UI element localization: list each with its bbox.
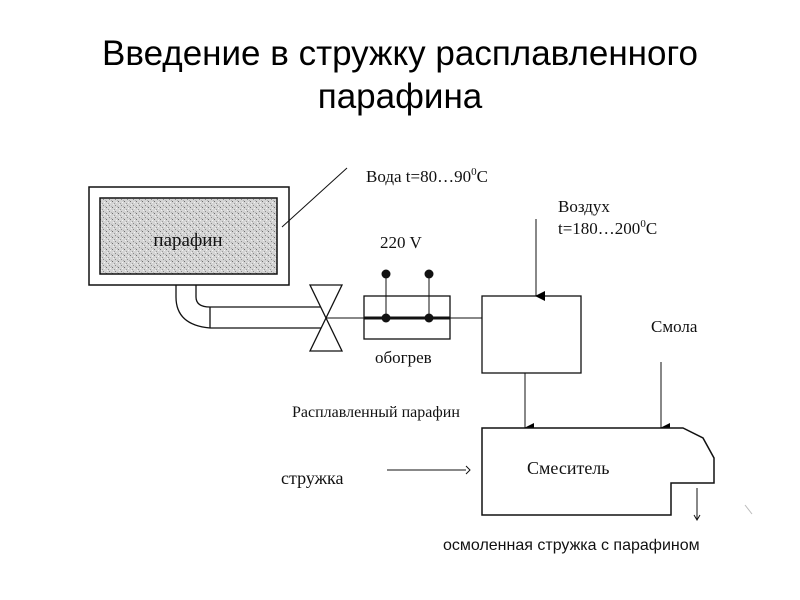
title-line-2: парафина xyxy=(317,77,483,116)
terminal-2 xyxy=(424,269,434,279)
resin-label: Смола xyxy=(651,317,698,336)
output-arrowhead-icon xyxy=(693,514,701,521)
outlet-pipe xyxy=(175,285,322,329)
water-leader-line xyxy=(281,167,348,228)
molten-paraffin-label: Расплавленный парафин xyxy=(292,404,460,421)
voltage-label: 220 V xyxy=(380,233,422,252)
water-label: Вода t=80…900C xyxy=(366,166,488,186)
melting-chamber xyxy=(481,295,582,374)
air-label-line-2: t=180…2000C xyxy=(558,218,657,238)
mixer-label: Смеситель xyxy=(527,458,610,478)
output-label: осмоленная стружка с парафином xyxy=(443,537,700,554)
slide-title: Введение в стружку расплавленного парафи… xyxy=(0,32,800,118)
mixer xyxy=(481,427,715,516)
heater xyxy=(363,269,451,340)
chips-arrowhead-icon xyxy=(465,465,471,475)
valve-icon xyxy=(308,284,344,352)
chips-label: стружка xyxy=(281,468,344,488)
scan-artifact xyxy=(744,504,753,515)
air-label-line-1: Воздух xyxy=(558,197,610,216)
heater-label: обогрев xyxy=(375,348,432,367)
terminal-1 xyxy=(381,269,391,279)
paraffin-tank: парафин xyxy=(88,186,290,286)
tank-label: парафин xyxy=(153,230,222,251)
paraffin-fill xyxy=(99,197,278,275)
title-line-1: Введение в стружку расплавленного xyxy=(102,34,698,73)
